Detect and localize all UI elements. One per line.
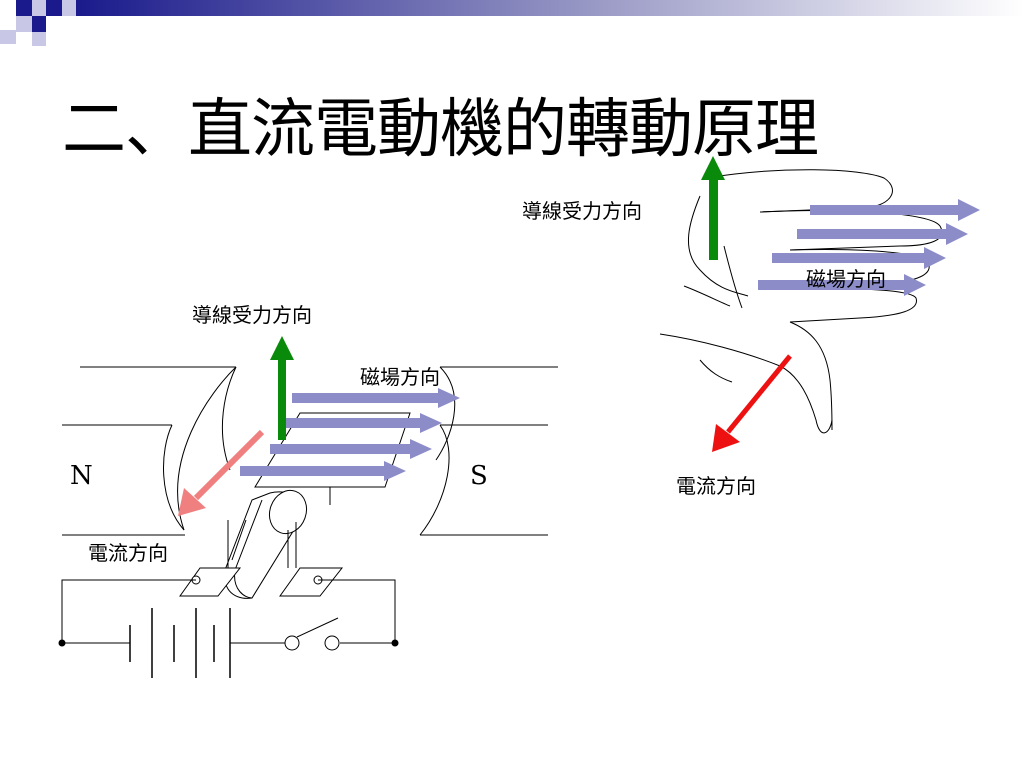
- motor-illustration: [58, 366, 558, 678]
- corner-decoration: [0, 0, 76, 46]
- north-magnet: [62, 366, 237, 536]
- motor-force-arrow: [270, 336, 294, 440]
- motor-current-label: 電流方向: [88, 541, 168, 565]
- motor-current-arrow: [178, 429, 265, 516]
- header-gradient-bar: [76, 0, 1024, 16]
- hand-force-label: 導線受力方向: [522, 199, 642, 223]
- hand-field-arrows: [758, 199, 980, 296]
- south-magnet: [419, 366, 558, 536]
- hand-field-label: 磁場方向: [806, 267, 886, 291]
- motor-force-label: 導線受力方向: [192, 303, 312, 327]
- hand-current-arrow: [712, 354, 792, 452]
- hand-force-arrow: [701, 156, 725, 260]
- motor-field-label: 磁場方向: [360, 365, 440, 389]
- motor-field-arrows: [240, 388, 460, 481]
- brushes: [179, 520, 344, 597]
- south-pole-label: S: [470, 461, 488, 491]
- hand-illustration: [659, 169, 943, 434]
- slide-title: 二、直流電動機的轉動原理: [62, 93, 819, 167]
- circuit: [58, 579, 399, 647]
- north-pole-label: N: [70, 461, 93, 491]
- battery: [129, 608, 231, 678]
- hand-current-label: 電流方向: [676, 474, 756, 498]
- switch: [284, 617, 340, 651]
